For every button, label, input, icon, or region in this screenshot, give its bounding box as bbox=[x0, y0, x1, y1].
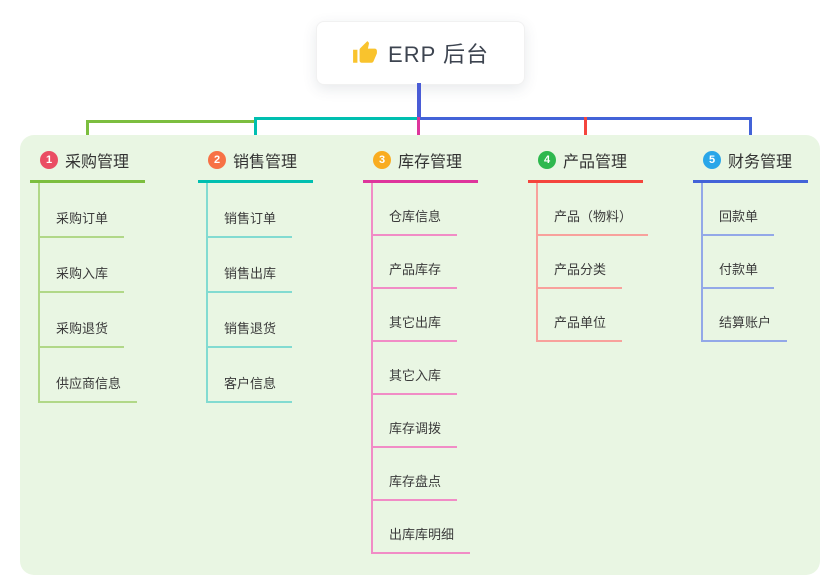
child-topic[interactable]: 库存调拨 bbox=[373, 395, 458, 448]
branch-topic[interactable]: 2 销售管理 bbox=[198, 148, 313, 183]
branch-topic[interactable]: 3 库存管理 bbox=[363, 148, 478, 183]
child-topic[interactable]: 其它出库 bbox=[373, 289, 458, 342]
root-node[interactable]: ERP 后台 bbox=[316, 21, 525, 85]
root-node-label: ERP 后台 bbox=[388, 42, 489, 67]
branch-label: 财务管理 bbox=[728, 154, 793, 171]
child-topic[interactable]: 付款单 bbox=[703, 236, 775, 289]
child-topic[interactable]: 产品分类 bbox=[538, 236, 623, 289]
branch-label: 采购管理 bbox=[65, 154, 130, 171]
branch-label: 销售管理 bbox=[233, 154, 298, 171]
branch-number-badge: 2 bbox=[208, 151, 226, 169]
branch-children: 采购订单采购入库采购退货供应商信息 bbox=[38, 183, 145, 403]
child-topic[interactable]: 产品单位 bbox=[538, 289, 623, 342]
child-topic[interactable]: 销售出库 bbox=[208, 238, 293, 293]
child-topic[interactable]: 其它入库 bbox=[373, 342, 458, 395]
branch-column: 2 销售管理销售订单销售出库销售退货客户信息 bbox=[198, 148, 313, 403]
branch-label: 库存管理 bbox=[398, 154, 463, 171]
branch-number-badge: 4 bbox=[538, 151, 556, 169]
child-topic[interactable]: 回款单 bbox=[703, 183, 775, 236]
child-topic[interactable]: 库存盘点 bbox=[373, 448, 458, 501]
child-topic[interactable]: 供应商信息 bbox=[40, 348, 138, 403]
child-topic[interactable]: 销售退货 bbox=[208, 293, 293, 348]
child-topic[interactable]: 产品库存 bbox=[373, 236, 458, 289]
branch-column: 5 财务管理回款单付款单结算账户 bbox=[693, 148, 808, 342]
child-topic[interactable]: 结算账户 bbox=[703, 289, 788, 342]
connector-segment bbox=[255, 117, 419, 120]
child-topic[interactable]: 销售订单 bbox=[208, 183, 293, 238]
branch-topic[interactable]: 5 财务管理 bbox=[693, 148, 808, 183]
branches-panel: 1 采购管理采购订单采购入库采购退货供应商信息 2 销售管理销售订单销售出库销售退货客… bbox=[20, 135, 820, 575]
branch-drop-line bbox=[417, 117, 420, 149]
branch-children: 产品（物料）产品分类产品单位 bbox=[536, 183, 649, 342]
branch-children: 回款单付款单结算账户 bbox=[701, 183, 808, 342]
branch-drop-line bbox=[254, 117, 257, 149]
child-topic[interactable]: 采购退货 bbox=[40, 293, 125, 348]
child-topic[interactable]: 采购订单 bbox=[40, 183, 125, 238]
child-topic[interactable]: 出库库明细 bbox=[373, 501, 471, 554]
branch-drop-line bbox=[584, 117, 587, 149]
branch-column: 1 采购管理采购订单采购入库采购退货供应商信息 bbox=[30, 148, 145, 403]
branch-drop-line bbox=[86, 120, 89, 149]
child-topic[interactable]: 客户信息 bbox=[208, 348, 293, 403]
child-topic[interactable]: 仓库信息 bbox=[373, 183, 458, 236]
branch-drop-line bbox=[749, 117, 752, 149]
connector-segment bbox=[87, 120, 256, 123]
branch-topic[interactable]: 4 产品管理 bbox=[528, 148, 643, 183]
branch-topic[interactable]: 1 采购管理 bbox=[30, 148, 145, 183]
branch-children: 销售订单销售出库销售退货客户信息 bbox=[206, 183, 313, 403]
branch-number-badge: 1 bbox=[40, 151, 58, 169]
child-topic[interactable]: 采购入库 bbox=[40, 238, 125, 293]
branch-column: 4 产品管理产品（物料）产品分类产品单位 bbox=[528, 148, 649, 342]
root-connector-line bbox=[417, 83, 421, 120]
child-topic[interactable]: 产品（物料） bbox=[538, 183, 649, 236]
branch-number-badge: 5 bbox=[703, 151, 721, 169]
branch-column: 3 库存管理仓库信息产品库存其它出库其它入库库存调拨库存盘点出库库明细 bbox=[363, 148, 478, 554]
thumbs-up-icon bbox=[352, 40, 378, 66]
branch-number-badge: 3 bbox=[373, 151, 391, 169]
branch-children: 仓库信息产品库存其它出库其它入库库存调拨库存盘点出库库明细 bbox=[371, 183, 478, 554]
branch-label: 产品管理 bbox=[563, 154, 628, 171]
